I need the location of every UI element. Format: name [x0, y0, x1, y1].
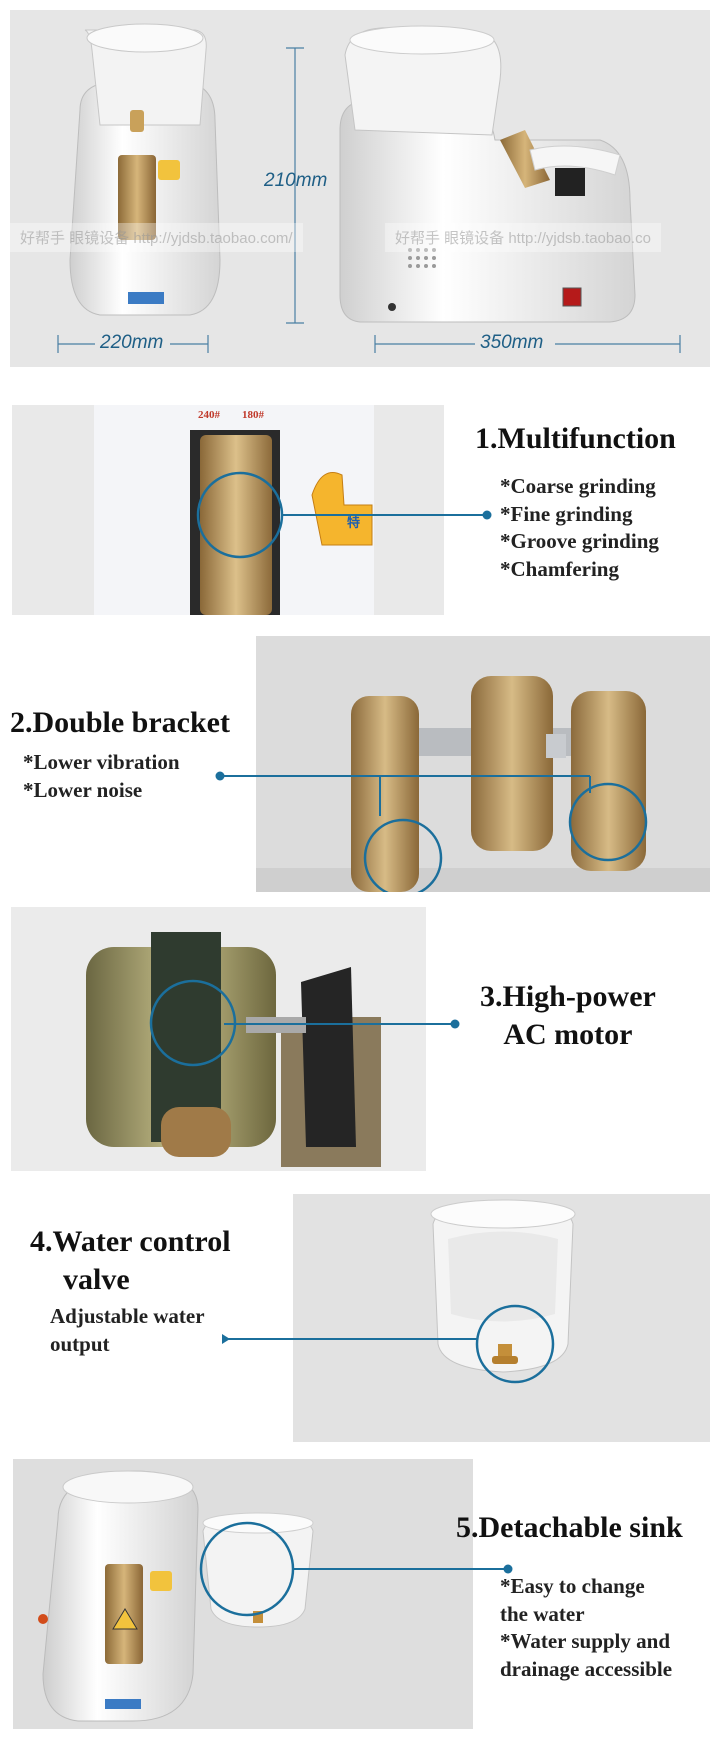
- multifunction-photo: 特 240# 180#: [12, 405, 444, 615]
- water-valve-photo: [293, 1194, 710, 1442]
- feature-3-title-line: AC motor: [503, 1018, 633, 1051]
- watermark-right: 好帮手 眼镜设备 http://yjdsb.taobao.co: [385, 223, 661, 252]
- grinding-wheel-closeup-image: 特: [94, 405, 374, 615]
- double-bracket-photo: [256, 636, 710, 892]
- grit-label-180: 180#: [242, 409, 264, 421]
- feature-5-point: drainage accessible: [500, 1656, 673, 1681]
- feature-4-point: Adjustable water: [50, 1304, 205, 1328]
- feature-1-point: *Chamfering: [500, 556, 619, 581]
- feature-5-point: *Easy to change: [500, 1574, 645, 1598]
- feature-1-point: *Coarse grinding: [500, 474, 656, 498]
- feature-1-bullets: *Coarse grinding *Fine grinding *Groove …: [500, 473, 659, 583]
- feature-4-title-line: 4.Water control: [30, 1225, 231, 1258]
- feature-2-bullets: *Lower vibration *Lower noise: [23, 749, 180, 804]
- sink-with-valve-image: [430, 1199, 576, 1384]
- feature-5-connector: [293, 1564, 513, 1574]
- motor-image: [86, 932, 381, 1167]
- detachable-sink-photo: [13, 1459, 473, 1729]
- grit-label-240: 240#: [198, 409, 220, 421]
- dimensions-panel: 210mm 220mm 350mm 好帮手 眼镜设备 http://yjdsb.…: [10, 10, 710, 367]
- feature-4-title-line: valve: [63, 1263, 130, 1296]
- feature-3-connector: [224, 1019, 460, 1029]
- width-dimension-label: 350mm: [480, 332, 544, 353]
- feature-4-connector: [222, 1334, 477, 1344]
- feature-1-connector: [282, 510, 492, 520]
- feature-5-bullets: *Easy to change the water *Water supply …: [500, 1573, 672, 1683]
- feature-5-point: the water: [500, 1601, 585, 1626]
- feature-3-title-line: 3.High-power: [480, 980, 656, 1013]
- ac-motor-photo: [11, 907, 426, 1171]
- machine-with-sink-removed-image: [38, 1470, 314, 1722]
- feature-5-title: 5.Detachable sink: [456, 1511, 683, 1544]
- bracket-assembly-image: [256, 676, 710, 892]
- height-dimension-label: 210mm: [264, 170, 328, 191]
- feature-3-title: 3.High-power AC motor: [480, 978, 656, 1054]
- watermark-left: 好帮手 眼镜设备 http://yjdsb.taobao.com/: [10, 223, 303, 252]
- machine-front-view-photo: [57, 23, 681, 353]
- feature-4-title: 4.Water control valve: [30, 1223, 231, 1299]
- depth-dimension-label: 220mm: [100, 332, 164, 353]
- feature-1-point: *Groove grinding: [500, 529, 659, 553]
- feature-5-point: *Water supply and: [500, 1629, 670, 1653]
- feature-4-bullets: Adjustable water output: [50, 1303, 205, 1358]
- svg-text:特: 特: [347, 515, 360, 530]
- feature-1-title: 1.Multifunction: [475, 422, 676, 455]
- feature-2-point: *Lower vibration: [23, 750, 180, 774]
- feature-2-title: 2.Double bracket: [10, 706, 230, 739]
- feature-2-point: *Lower noise: [23, 777, 143, 802]
- feature-2-connector: [215, 771, 591, 816]
- feature-1-point: *Fine grinding: [500, 501, 633, 526]
- feature-4-point: output: [50, 1331, 110, 1356]
